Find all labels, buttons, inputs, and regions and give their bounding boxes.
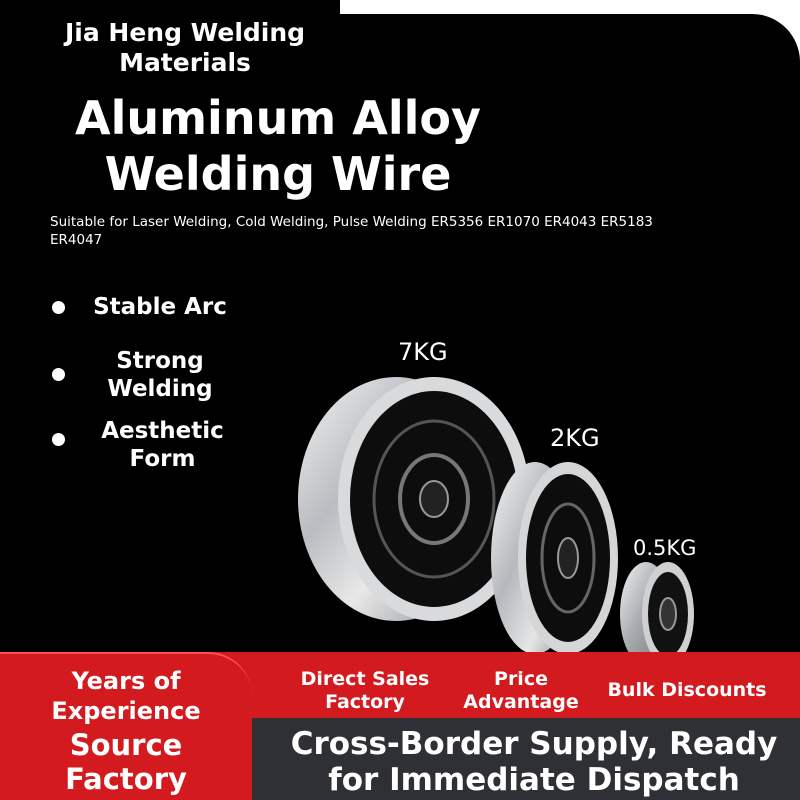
wire-spool-icon [491, 462, 618, 654]
spool-weight-label: 0.5KG [633, 536, 697, 560]
product-title: Aluminum Alloy Welding Wire [28, 90, 528, 202]
source-factory-line: Factory [65, 762, 187, 796]
feature-text: Stable Arc [93, 294, 227, 320]
spool-weight-label: 7KG [398, 338, 448, 366]
perk-text: Direct Sales [300, 668, 430, 690]
dispatch-headline: Cross-Border Supply, Ready for Immediate… [270, 726, 798, 798]
spool-weight-label: 2KG [550, 424, 600, 452]
experience-line: Experience [51, 697, 201, 725]
perk-text: Price [494, 668, 548, 690]
dispatch-text: for Immediate Dispatch [328, 762, 740, 798]
product-title-line1: Aluminum Alloy [75, 91, 481, 145]
perk-price-advantage: Price Advantage [450, 668, 592, 714]
bullet-dot-icon [52, 433, 65, 446]
brand-name-line2: Materials [119, 48, 251, 77]
perk-text: Factory [325, 691, 405, 713]
wire-spool-icon [298, 377, 530, 621]
feature-text: Welding [107, 376, 213, 402]
feature-text: Aesthetic [101, 418, 224, 444]
feature-item: Strong Welding [90, 347, 230, 403]
perk-bulk-discounts: Bulk Discounts [598, 679, 776, 702]
feature-text: Form [129, 446, 196, 472]
perk-text: Advantage [463, 691, 579, 713]
product-subtitle-line2: ER4047 [50, 232, 103, 248]
source-factory-line: Source [69, 728, 183, 762]
brand-name-line1: Jia Heng Welding [64, 18, 306, 47]
feature-item: Aesthetic Form [90, 417, 235, 473]
wire-spool-icon [620, 562, 694, 666]
perk-direct-sales: Direct Sales Factory [290, 668, 440, 714]
perk-text: Bulk Discounts [607, 679, 767, 701]
brand-name: Jia Heng Welding Materials [22, 18, 348, 78]
bullet-dot-icon [52, 368, 65, 381]
product-subtitle: Suitable for Laser Welding, Cold Welding… [50, 213, 790, 249]
brand-tab [0, 0, 340, 92]
bullet-dot-icon [52, 301, 65, 314]
dispatch-text: Cross-Border Supply, Ready [290, 726, 778, 762]
feature-text: Strong [116, 348, 204, 374]
feature-item: Stable Arc [90, 293, 230, 321]
experience-line: Years of [71, 667, 181, 695]
product-title-line2: Welding Wire [104, 147, 452, 201]
experience-box: Years of Experience Source Factory [0, 652, 252, 800]
product-subtitle-line1: Suitable for Laser Welding, Cold Welding… [50, 214, 653, 230]
